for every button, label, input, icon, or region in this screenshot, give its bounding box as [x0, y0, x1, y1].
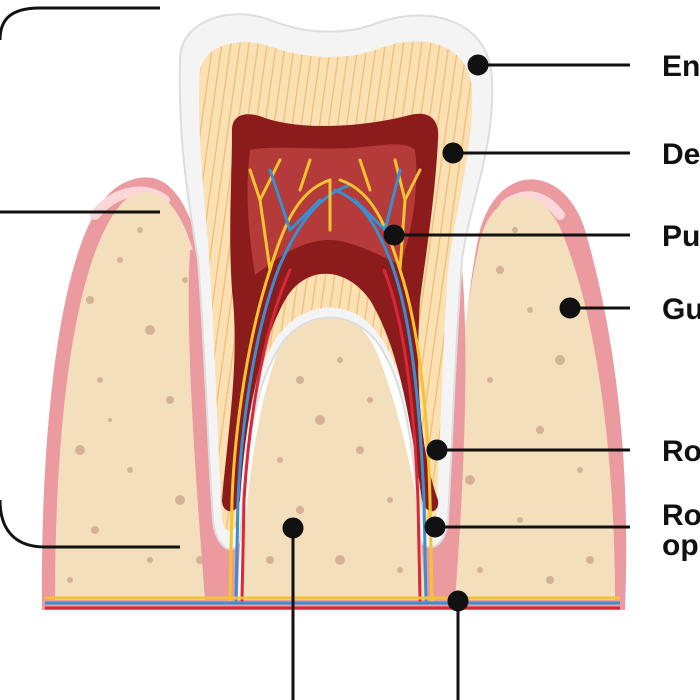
- bottom-leaders: [282, 517, 469, 700]
- left-brackets: [0, 6, 180, 549]
- label-dentin: De: [662, 138, 700, 171]
- root-canal-dot: [426, 439, 448, 461]
- dentin-dot: [442, 142, 464, 164]
- enamel-dot: [467, 54, 489, 76]
- vessel-dot: [447, 590, 469, 612]
- label-root-opening-line2: op: [662, 529, 699, 562]
- gum-dot: [559, 297, 581, 319]
- label-gum: Gu: [662, 293, 700, 326]
- label-pulp: Pu: [662, 220, 700, 253]
- label-root-canal: Ro: [662, 435, 700, 468]
- base-vessels: [45, 596, 620, 610]
- pulp-dot: [383, 224, 405, 246]
- label-root-opening-line1: Ro: [662, 499, 700, 532]
- root-bracket: [0, 499, 180, 549]
- root-opening-dot: [424, 516, 446, 538]
- crown-bracket: [0, 6, 160, 41]
- label-enamel: En: [662, 50, 700, 83]
- bone-dot: [282, 517, 304, 539]
- right-leaders: [383, 54, 630, 538]
